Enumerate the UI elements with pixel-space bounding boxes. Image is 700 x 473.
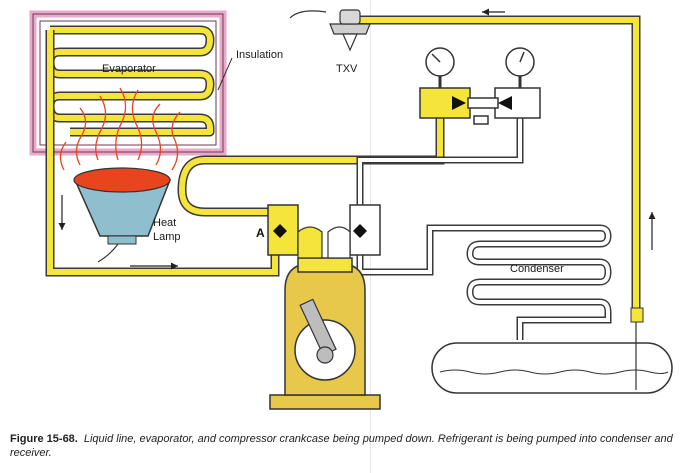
heat-lamp-label-2: Lamp	[153, 231, 181, 243]
condenser-label: Condenser	[510, 263, 564, 275]
point-a-label: A	[256, 226, 265, 240]
evaporator-coil	[45, 25, 215, 137]
manifold-gauge-set	[419, 47, 541, 125]
figure-caption-text: Liquid line, evaporator, and compressor …	[10, 433, 673, 459]
txv-valve	[289, 9, 371, 52]
txv-label: TXV	[336, 63, 358, 75]
insulation-label: Insulation	[236, 49, 283, 61]
evaporator-label: Evaporator	[102, 63, 156, 75]
refrigeration-diagram: Evaporator Insulation TXV Heat Lamp A Co…	[29, 8, 673, 410]
receiver-tank	[431, 307, 673, 394]
heat-lamp	[59, 87, 181, 263]
figure-number: Figure 15-68.	[10, 433, 78, 445]
figure-caption: Figure 15-68.Liquid line, evaporator, an…	[10, 432, 690, 460]
heat-lamp-label-1: Heat	[153, 217, 176, 229]
compressor	[267, 204, 381, 410]
